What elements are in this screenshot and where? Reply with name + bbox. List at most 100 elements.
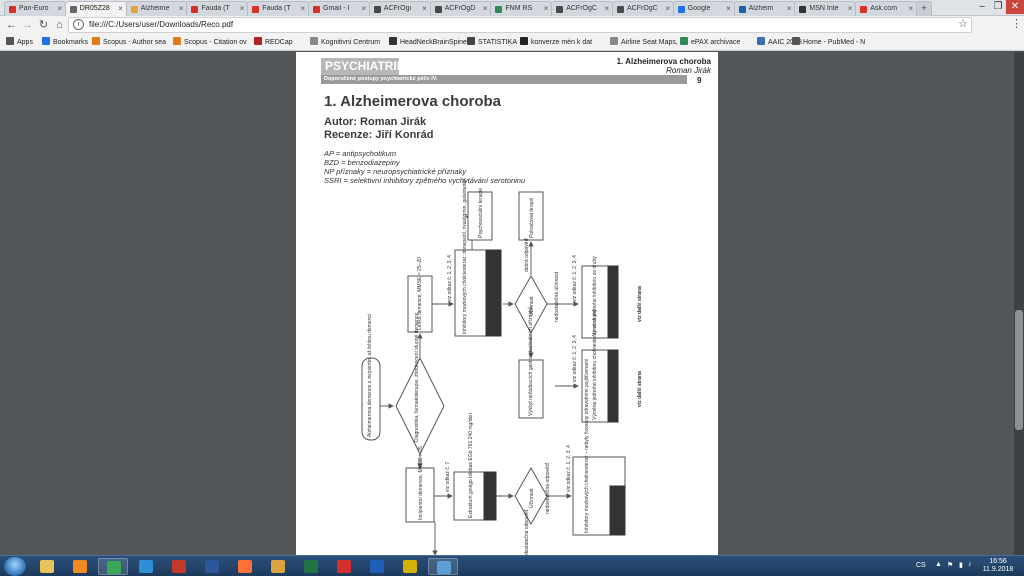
bookmark-item[interactable]: STATISTIKA — [467, 37, 517, 49]
browser-tab[interactable]: ACFrOgC × — [551, 1, 614, 16]
acrobat-glyph — [337, 560, 351, 573]
browser-tab[interactable]: MSN Inte× — [794, 1, 857, 16]
bookmark-item[interactable]: Home - PubMed - N — [792, 37, 865, 49]
tab-close-icon[interactable]: × — [239, 4, 245, 13]
chrome-icon[interactable] — [98, 558, 128, 575]
tab-favicon-icon — [556, 6, 564, 13]
tab-favicon-icon — [252, 6, 260, 13]
tray-up-icon[interactable]: ▲ — [935, 561, 942, 568]
browser-tab[interactable]: Gmail - I × — [308, 1, 370, 16]
address-bar[interactable]: i file:///C:/Users/user/Downloads/Reco.p… — [68, 17, 972, 33]
flow-label: nedostatečná účinnost — [554, 271, 560, 322]
bookmark-item[interactable]: AAIC 2018 — [757, 37, 802, 49]
browser-tab[interactable]: ACFrOgD× — [429, 1, 492, 16]
bookmark-icon — [173, 37, 181, 45]
browser-tab[interactable]: Alzheime× — [125, 1, 188, 16]
browser-tab[interactable]: DR05Z28× — [64, 1, 127, 16]
bookmark-item[interactable]: ePAX archivace — [680, 37, 740, 49]
bookmark-item[interactable]: HeadNeckBrainSpine — [389, 37, 467, 49]
reload-button[interactable]: ↻ — [38, 19, 49, 31]
browser-tab[interactable]: ACFrOgi× — [368, 1, 431, 16]
tab-favicon-icon — [434, 6, 442, 13]
acrobat-icon[interactable] — [329, 558, 359, 575]
tab-close-icon[interactable]: × — [786, 4, 792, 13]
home-button[interactable]: ⌂ — [56, 19, 63, 31]
files-icon[interactable] — [263, 558, 293, 575]
pdf-viewer[interactable]: PSYCHIATRIE 1. Alzheimerova choroba Roma… — [0, 52, 1024, 555]
app-x-glyph — [370, 560, 384, 573]
browser-tab[interactable]: Ask.com× — [855, 1, 918, 16]
language-indicator[interactable]: CS — [916, 562, 926, 569]
tab-close-icon[interactable]: × — [178, 4, 184, 13]
explorer-icon[interactable] — [32, 558, 62, 575]
media-player-icon[interactable] — [65, 558, 95, 575]
bookmark-item[interactable]: Bookmarks — [42, 37, 88, 49]
tab-close-icon[interactable]: × — [665, 4, 670, 13]
menu-icon[interactable]: ⋮ — [1011, 18, 1022, 30]
back-button[interactable]: ← — [6, 19, 17, 31]
excel-icon[interactable] — [296, 558, 326, 575]
bookmark-item[interactable]: Apps — [6, 37, 33, 49]
network-icon[interactable]: ▮ — [959, 562, 963, 569]
bookmark-icon — [520, 37, 528, 45]
explorer-glyph — [40, 560, 54, 573]
tab-close-icon[interactable]: × — [482, 4, 488, 13]
browser-tab[interactable]: Fauda (T× — [247, 1, 310, 16]
flow-label: Lehká demence, MMSE = 25–20 — [417, 257, 423, 330]
flow-node — [518, 191, 544, 241]
scrollbar-thumb[interactable] — [1015, 310, 1023, 430]
volume-icon[interactable]: ♪ — [968, 561, 972, 568]
tab-close-icon[interactable]: × — [726, 4, 731, 13]
info-icon[interactable]: i — [73, 19, 84, 30]
tab-title: Fauda (T — [201, 5, 230, 12]
tab-close-icon[interactable]: × — [543, 4, 549, 13]
tool-icon[interactable] — [395, 558, 425, 575]
app-x-icon[interactable] — [362, 558, 392, 575]
tab-title: Alzheim — [748, 5, 774, 12]
bookmark-item[interactable]: Airline Seat Maps, Fl — [610, 37, 686, 49]
clock[interactable]: 16:56 11.9.2018 — [978, 558, 1018, 574]
author-line: Autor: Roman Jirák — [324, 116, 427, 128]
bookmark-item[interactable]: Kognitivni Centrum — [310, 37, 380, 49]
browser-tab[interactable]: Fauda (T × — [186, 1, 249, 16]
tab-close-icon[interactable]: × — [361, 4, 366, 13]
close-window-button[interactable]: ✕ — [1006, 0, 1024, 14]
word-icon[interactable] — [197, 558, 227, 575]
browser-tab[interactable]: Alzheim × — [733, 1, 796, 16]
spss-icon[interactable] — [164, 558, 194, 575]
clock-date: 11.9.2018 — [982, 566, 1014, 573]
bookmark-item[interactable]: Scopus - Citation ov — [173, 37, 247, 49]
internet-explorer-icon[interactable] — [131, 558, 161, 575]
new-tab-button[interactable]: + — [916, 1, 932, 16]
series-band: Doporučené postupy psychiatrické péče IV… — [321, 75, 687, 84]
tab-close-icon[interactable]: × — [118, 4, 123, 13]
maximize-button[interactable]: ❐ — [993, 1, 1003, 12]
tab-close-icon[interactable]: × — [604, 4, 610, 13]
tab-close-icon[interactable]: × — [847, 4, 853, 13]
browser-tab[interactable]: Pan-Euro× — [4, 1, 66, 16]
bookmark-icon — [467, 37, 475, 45]
minimize-button[interactable]: – — [979, 1, 985, 12]
bookmark-item[interactable]: Scopus - Author sea — [92, 37, 166, 49]
scrollbar-track[interactable] — [1014, 52, 1024, 555]
bookmark-label: Kognitivni Centrum — [321, 39, 381, 46]
tab-close-icon[interactable]: × — [300, 4, 306, 13]
tab-title: Gmail - I — [323, 5, 350, 12]
browser-tab[interactable]: Google× — [672, 1, 735, 16]
tab-close-icon[interactable]: × — [422, 4, 427, 13]
tab-close-icon[interactable]: × — [908, 4, 914, 13]
bookmark-star-icon[interactable]: ☆ — [958, 18, 968, 30]
forward-button[interactable]: → — [22, 19, 33, 31]
bookmark-item[interactable]: REDCap — [254, 37, 293, 49]
tab-title: ACFrOgC — [566, 5, 597, 12]
bookmark-item[interactable]: konverze mén k dat — [520, 37, 592, 49]
window-icon[interactable] — [428, 558, 458, 575]
browser-tab[interactable]: ACFrOgC× — [612, 1, 674, 16]
firefox-icon[interactable] — [230, 558, 260, 575]
browser-tab[interactable]: FNM RS× — [490, 1, 553, 16]
start-button[interactable] — [4, 557, 26, 576]
excel-glyph — [304, 560, 318, 573]
tab-favicon-icon — [860, 6, 868, 13]
tab-close-icon[interactable]: × — [57, 4, 62, 13]
flag-icon[interactable]: ⚑ — [947, 562, 954, 569]
